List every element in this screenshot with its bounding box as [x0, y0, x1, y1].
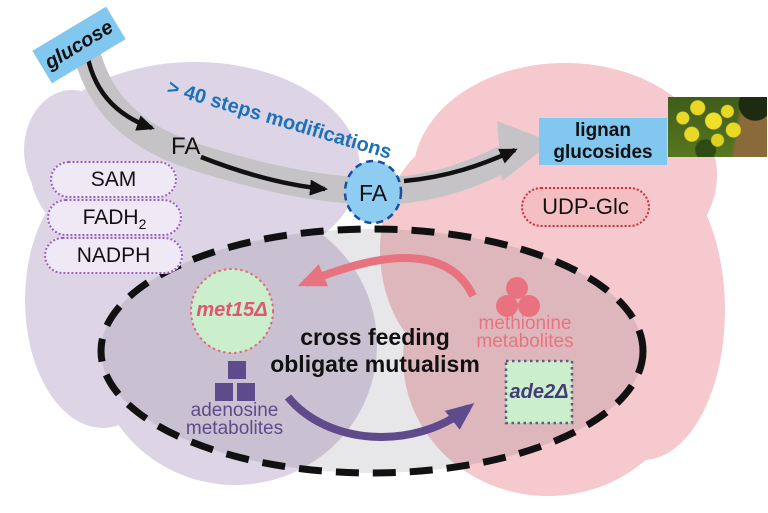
fa-intermediate-label: FA: [171, 133, 201, 160]
cofactor-fadh2: FADH2: [47, 199, 182, 236]
lignan-glucosides-label: lignan glucosides: [539, 118, 667, 165]
pathway-band-arrowhead: [497, 121, 552, 181]
methionine-metabolites-label: methionine metabolites: [452, 313, 598, 352]
methionine-line1: methionine: [478, 313, 572, 334]
cofactor-sam: SAM: [50, 161, 177, 198]
mutualism-title-line2: obligate mutualism: [270, 351, 480, 377]
fa-node-circle: [343, 159, 403, 225]
met15-strain-label: met15Δ: [196, 299, 268, 321]
methionine-to-met15-arrow: [297, 254, 477, 298]
adenosine-metabolites-icon: [215, 361, 255, 401]
adenosine-line1: adenosine: [190, 400, 279, 421]
ade2-strain-label: ade2Δ: [509, 381, 569, 403]
ade2-strain-box: [504, 359, 574, 425]
fadh-subscript: 2: [138, 216, 147, 233]
adenosine-metabolites-label: adenosine metabolites: [162, 400, 307, 439]
methionine-line2: metabolites: [476, 330, 574, 352]
lignan-line2: glucosides: [553, 142, 653, 163]
plant-photo: [668, 97, 767, 157]
lignan-line1: lignan: [575, 120, 631, 141]
udp-glc-label: UDP-Glc: [521, 187, 650, 227]
fa-to-lignan-arrow: [403, 147, 518, 184]
adenosine-to-ade2-arrow: [284, 394, 475, 441]
methionine-metabolites-icon: [496, 277, 540, 317]
met15-strain-circle: [190, 268, 274, 354]
fa-node-label: FA: [358, 180, 388, 206]
cofactor-nadph: NADPH: [44, 237, 183, 274]
fadh-base: FADH: [82, 206, 139, 229]
fa-to-fa-node-arrow: [200, 154, 328, 196]
adenosine-line2: metabolites: [185, 417, 284, 439]
mutualism-title: cross feeding obligate mutualism: [240, 324, 510, 378]
mutualism-title-line1: cross feeding: [300, 324, 450, 350]
